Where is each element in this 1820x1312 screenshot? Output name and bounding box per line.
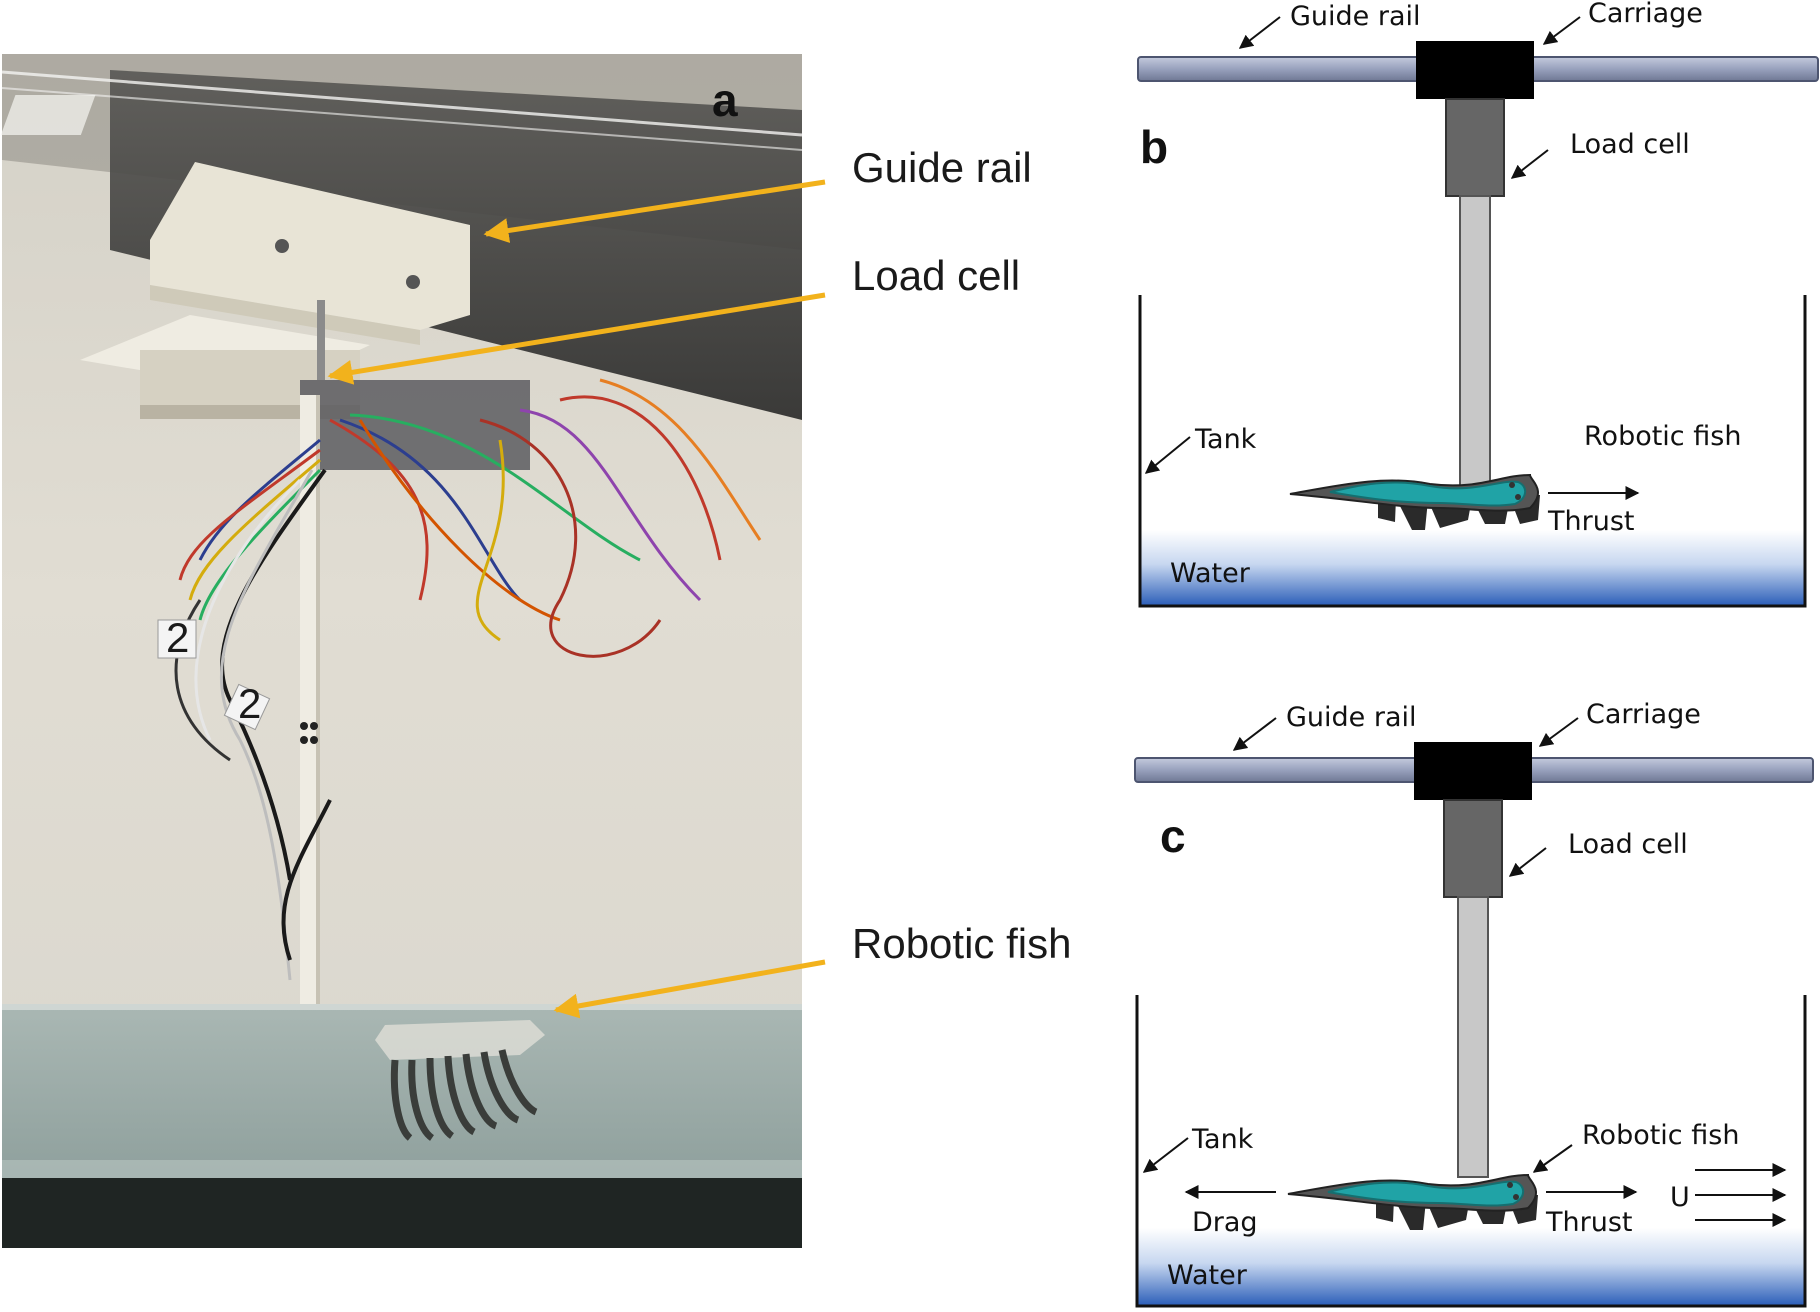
flow-label: U (1670, 1182, 1690, 1213)
panel-a-letter: a (712, 74, 738, 126)
robotic-fish-body (375, 1020, 545, 1060)
tank-bottom (2, 1178, 802, 1248)
rod-top (317, 300, 325, 380)
rail-highlight (1, 70, 803, 137)
carriage-bolt (275, 239, 289, 253)
load-cell-callout: Load cell (852, 252, 1020, 299)
panel-b-letter: b (1140, 121, 1168, 173)
panel-b: b Guide rail Carriage Load cell Tank Rob… (1137, 0, 1819, 608)
water (1137, 1228, 1805, 1306)
tank (1138, 295, 1807, 608)
rail-highlight (1, 87, 803, 151)
carriage-block-side (150, 285, 420, 345)
wire-tag-number: 2 (238, 680, 261, 727)
guide-rail-label: Guide rail (1290, 1, 1421, 32)
water (1140, 530, 1805, 606)
robotic-fish-body (1327, 1180, 1525, 1207)
panel-c: c Guide rail Carriage Load cell Tank (1134, 699, 1814, 1308)
robotic-fish-callout-arrow (553, 959, 826, 1019)
carriage-pointer (1542, 16, 1581, 45)
robotic-fish (1287, 1173, 1538, 1230)
wire-tag (223, 683, 271, 731)
guide-rail-callout-arrow (483, 179, 826, 243)
tank-label: Tank (1191, 1124, 1254, 1155)
tank-label: Tank (1194, 424, 1257, 455)
fish-bolt (1507, 1182, 1513, 1188)
carriage-label: Carriage (1588, 0, 1703, 29)
wire-tag-number: 2 (166, 614, 189, 661)
drag-label: Drag (1192, 1207, 1258, 1238)
tank-pointer (1144, 436, 1191, 474)
rod-bolt (300, 736, 308, 744)
wire-bundle (174, 378, 762, 981)
thrust-label: Thrust (1545, 1207, 1632, 1238)
fish-bolt (1509, 482, 1515, 488)
guide-rail-label: Guide rail (1286, 702, 1417, 733)
wire-tag (157, 619, 197, 659)
load-cell-label: Load cell (1570, 129, 1690, 160)
rod-shadow (316, 395, 320, 1005)
robotic-fish-fins (390, 1049, 538, 1141)
tank (1135, 995, 1807, 1308)
tank-pointer (1142, 1137, 1189, 1173)
load-cell-pointer (1508, 847, 1547, 877)
fish-bolt (1515, 494, 1521, 500)
support-rod (1457, 896, 1489, 1178)
load-cell-label: Load cell (1568, 829, 1688, 860)
robotic-fish-label: Robotic fish (1584, 421, 1741, 452)
water-label: Water (1167, 1260, 1248, 1291)
load-cell (1443, 799, 1503, 898)
carriage-bolt (406, 275, 420, 289)
thrust-label: Thrust (1547, 506, 1634, 537)
robotic-fish-label: Robotic fish (1582, 1120, 1739, 1151)
robotic-fish (1289, 473, 1540, 530)
panel-c-letter: c (1160, 810, 1186, 862)
water-label: Water (1170, 558, 1251, 589)
rod-bolt (310, 722, 318, 730)
tank-bottom-edge (2, 1160, 802, 1178)
guide-rail-pointer (1238, 16, 1281, 49)
carriage-pointer (1538, 717, 1579, 747)
carriage-label: Carriage (1586, 699, 1701, 730)
guide-rail-callout: Guide rail (852, 144, 1032, 191)
rod-bolt (310, 736, 318, 744)
load-cell-pointer (1510, 149, 1549, 179)
panel-a: 2 2 a Guide rail Load cell Robotic fish (0, 54, 1071, 1248)
load-cell-callout-arrow (327, 292, 826, 385)
ceiling-light (0, 95, 96, 135)
carriage (1416, 41, 1534, 99)
carriage-block (150, 162, 470, 330)
fish-bolt (1513, 1194, 1519, 1200)
water-surface-line (2, 1004, 802, 1010)
support-rod (1459, 195, 1491, 499)
robotic-fish-pointer (1532, 1144, 1573, 1173)
robotic-fish-callout: Robotic fish (852, 920, 1071, 967)
carriage (1414, 742, 1532, 800)
guide-rail-pointer (1232, 717, 1277, 751)
robotic-fish-body (1329, 480, 1527, 507)
rod-bolt (300, 722, 308, 730)
load-cell (1445, 98, 1505, 197)
